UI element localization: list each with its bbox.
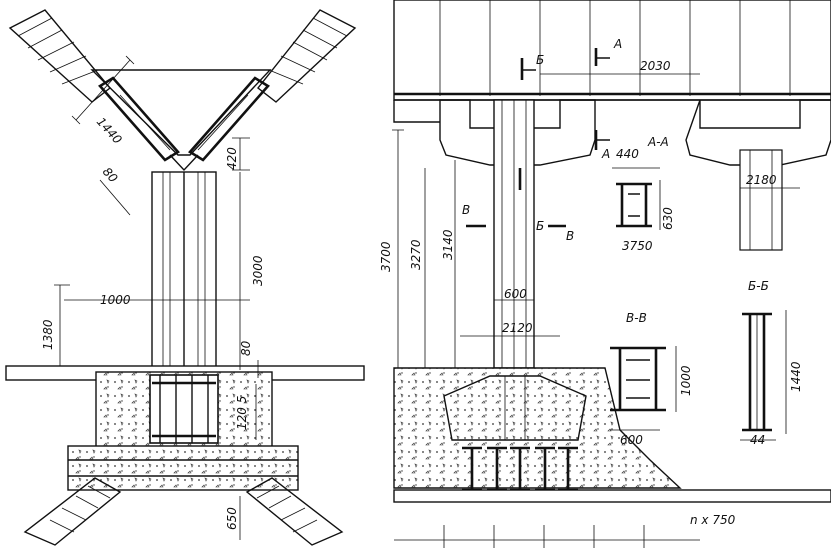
- left-column: [151, 171, 217, 373]
- right-diagonal-beam: [188, 76, 270, 162]
- upper-left-strut: [8, 9, 112, 103]
- section-vv-600: 600: [620, 433, 643, 447]
- section-vv-title: В-В: [626, 311, 647, 325]
- top-wedge: [90, 69, 272, 156]
- section-bb-1440: 1440: [789, 361, 803, 392]
- right-foundation: [393, 367, 682, 489]
- section-aa-630: 630: [661, 207, 675, 230]
- section-bb-44: 44: [750, 433, 765, 447]
- dim-3270: 3270: [409, 239, 423, 270]
- lower-left-strut: [23, 477, 122, 546]
- dim-600: 600: [504, 287, 527, 301]
- right-stub: [739, 149, 783, 251]
- section-aa-440: 440: [616, 147, 639, 161]
- deck: [393, 0, 831, 101]
- right-column: [493, 99, 535, 369]
- left-view: [5, 9, 365, 546]
- upper-right-strut: [257, 9, 357, 103]
- dim-1380: 1380: [41, 319, 55, 350]
- dim-n-x-750: n x 750: [690, 513, 736, 527]
- section-vv-1000: 1000: [679, 365, 693, 396]
- cut-mark-v-right: В: [566, 229, 574, 243]
- dim-3140: 3140: [441, 229, 455, 260]
- lower-right-strut: [245, 477, 344, 546]
- dim-1000: 1000: [100, 293, 131, 307]
- left-diagonal-beam: [98, 76, 180, 162]
- dim-2180: 2180: [746, 173, 777, 187]
- left-base-slab: [67, 445, 299, 491]
- section-aa-title: A-A: [647, 135, 669, 149]
- dim-120-5: 120 5: [235, 396, 249, 430]
- section-vv: [610, 346, 677, 431]
- dim-420: 420: [225, 147, 239, 170]
- right-view: [392, 0, 831, 548]
- dim-3000: 3000: [251, 255, 265, 286]
- dim-3700: 3700: [379, 241, 393, 272]
- cap-right: [685, 99, 831, 166]
- dim-80-top: 80: [100, 165, 121, 186]
- cut-mark-a-mid: A: [601, 147, 610, 161]
- cut-mark-a-top: A: [613, 37, 622, 51]
- dim-2030: 2030: [640, 59, 671, 73]
- cut-mark-v-left: В: [462, 203, 470, 217]
- section-bb-title: Б-Б: [748, 279, 769, 293]
- section-bb: [740, 310, 787, 441]
- dim-650: 650: [225, 507, 239, 530]
- right-dimension-labels: 2030 3700 3270 3140 600 2120 2180 n x 75…: [379, 37, 803, 527]
- section-aa: [612, 167, 661, 230]
- bottom-slab: [393, 489, 831, 503]
- cut-mark-b-top: Б: [536, 53, 544, 67]
- dim-1440: 1440: [94, 115, 125, 147]
- section-aa-3750: 3750: [622, 239, 653, 253]
- cut-mark-b-mid: Б: [536, 219, 544, 233]
- dim-80-mid: 80: [239, 340, 253, 356]
- dim-2120: 2120: [502, 321, 533, 335]
